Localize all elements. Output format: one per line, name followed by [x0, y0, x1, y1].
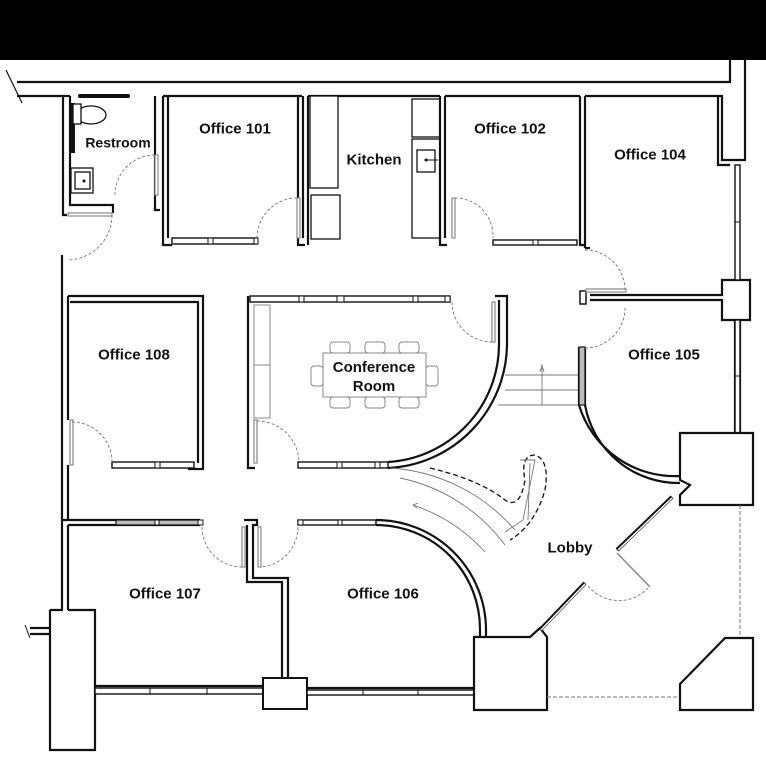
room-label-lobby: Lobby — [547, 539, 593, 557]
refrigerator — [309, 95, 339, 189]
ramp — [498, 363, 580, 406]
office-105-side-window — [578, 346, 586, 406]
room-label-office-105: Office 105 — [628, 346, 700, 364]
room-label-restroom: Restroom — [85, 134, 151, 151]
room-label-office-107: Office 107 — [129, 585, 201, 603]
office-107 — [24, 518, 290, 752]
conference-door-west[interactable] — [253, 419, 258, 464]
restroom-closet-door[interactable] — [67, 212, 113, 217]
grab-bar-side — [71, 103, 75, 153]
lobby-entrance — [472, 495, 755, 712]
conference-bottom-window — [297, 461, 389, 469]
room-label-office-102: Office 102 — [474, 120, 546, 138]
room-label-conference-room: Conference Room — [333, 358, 416, 396]
office-102-door[interactable] — [451, 197, 456, 239]
kitchen — [306, 94, 447, 247]
conference-room — [246, 294, 509, 470]
office-104-door[interactable] — [585, 288, 627, 293]
conference-label-line2: Room — [352, 378, 396, 395]
room-label-office-106: Office 106 — [347, 585, 419, 603]
restroom — [61, 94, 160, 261]
reception-desk — [389, 454, 547, 553]
header-bar — [0, 0, 766, 60]
office-101-window — [171, 237, 258, 245]
office-107-bottom-window — [94, 687, 266, 695]
office-106-window — [297, 519, 377, 526]
conference-label-line1: Conference — [332, 359, 416, 376]
room-label-office-108: Office 108 — [98, 346, 170, 364]
exterior-top-wall — [5, 60, 747, 162]
office-106 — [257, 518, 488, 696]
office-108 — [60, 255, 205, 522]
chair-icons — [310, 341, 439, 409]
room-label-office-104: Office 104 — [614, 146, 686, 164]
office-108-door[interactable] — [69, 419, 74, 466]
toilet-tank — [72, 103, 82, 125]
office-106-bottom-window — [306, 689, 475, 696]
office-108-window — [111, 461, 195, 469]
restroom-door[interactable] — [154, 154, 159, 196]
conference-door-east[interactable] — [491, 301, 496, 343]
room-label-office-101: Office 101 — [199, 120, 271, 138]
office-102 — [445, 94, 587, 248]
office-104 — [579, 94, 752, 322]
office-101-door[interactable] — [296, 197, 301, 239]
office-106-door[interactable] — [257, 526, 262, 568]
upper-cabinet — [411, 98, 441, 138]
conference-top-window — [249, 295, 451, 303]
credenza — [253, 304, 271, 419]
room-label-kitchen: Kitchen — [346, 151, 402, 169]
office-101 — [161, 94, 305, 247]
kitchen-cabinet — [310, 194, 341, 240]
lobby-entry-door[interactable] — [616, 552, 651, 588]
structural-column — [262, 677, 308, 710]
office-105 — [577, 307, 755, 507]
office-107-door[interactable] — [241, 526, 246, 568]
grab-bar — [78, 94, 130, 98]
